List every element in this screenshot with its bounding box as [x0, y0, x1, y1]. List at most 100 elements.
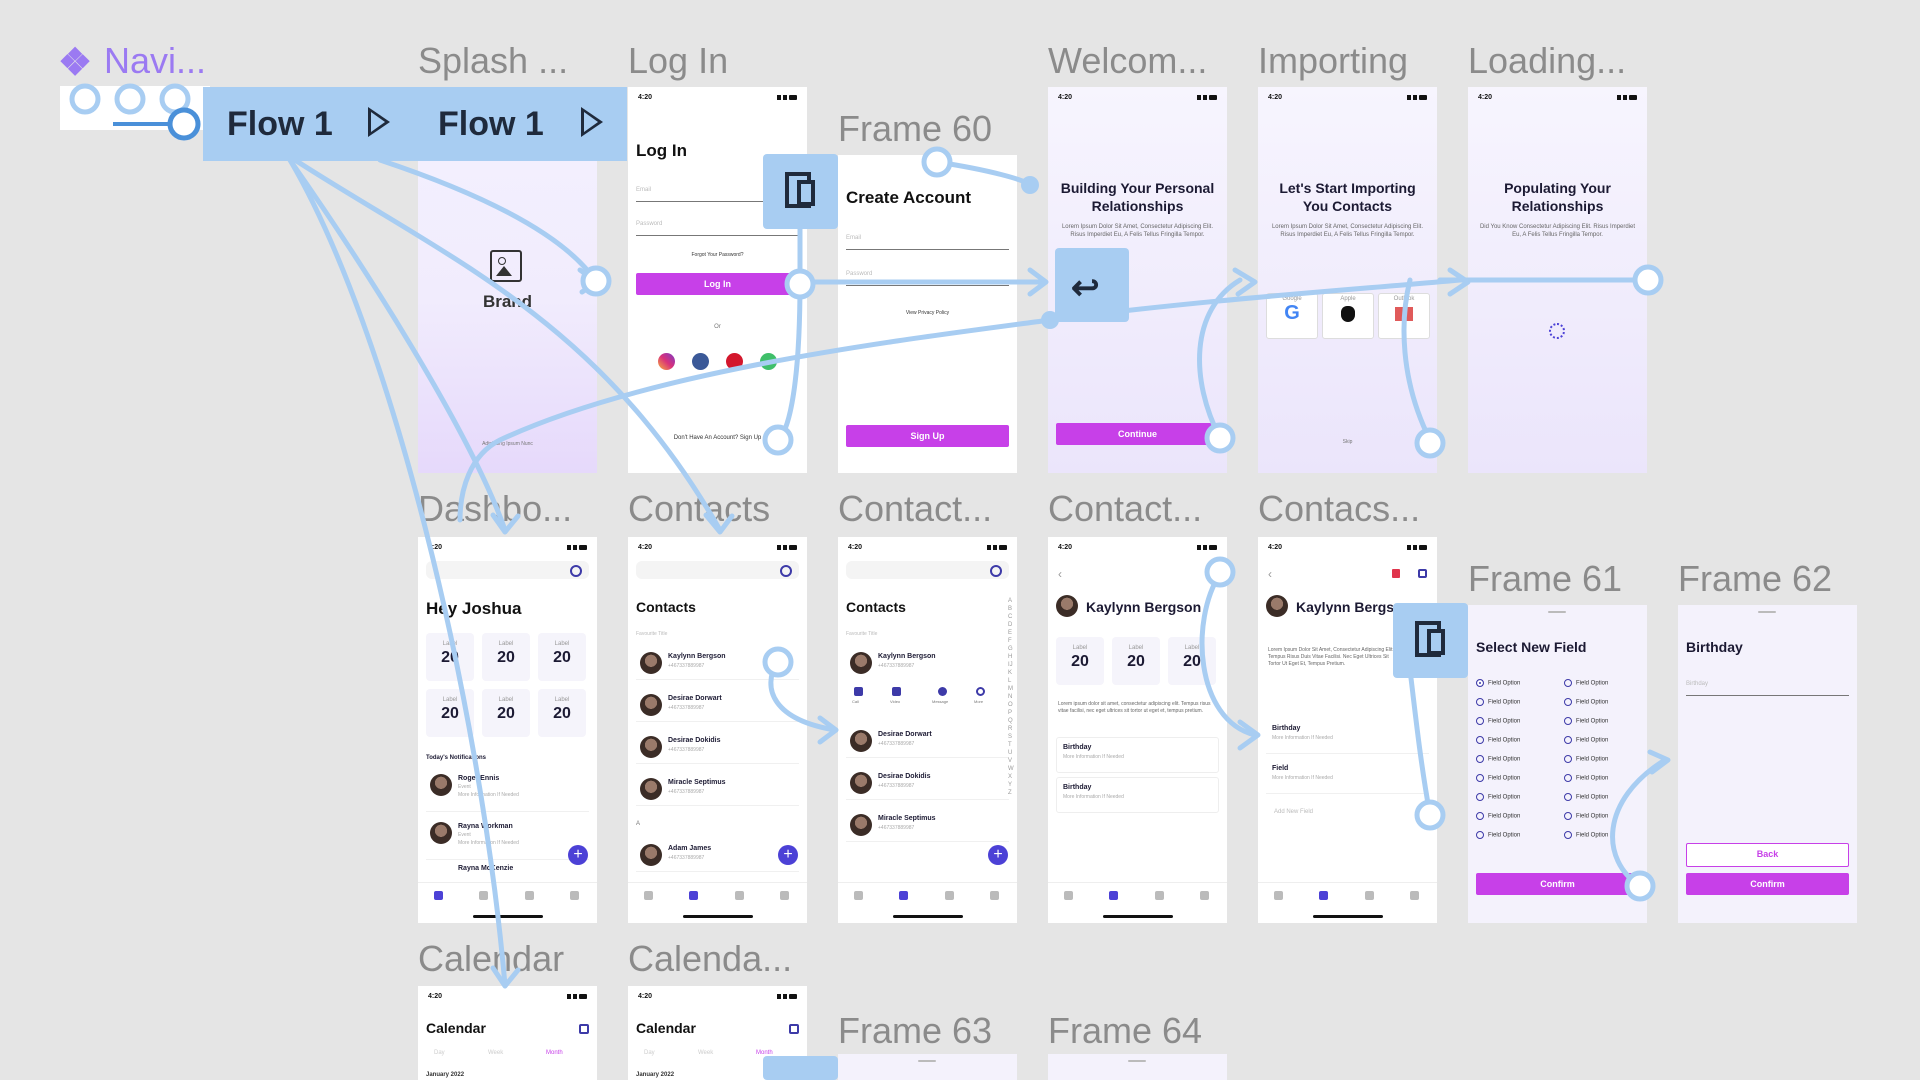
contact-row[interactable]: Miracle Septimus+467337889987: [846, 807, 1009, 842]
contact-row[interactable]: Desirae Dorwart+467337889987: [636, 687, 799, 722]
alphabet-index[interactable]: ABCDEFGHIJKLMNOPQRSTUVWXYZ: [1008, 598, 1014, 796]
contact-row[interactable]: Desirae Dokidis+467337889987: [846, 765, 1009, 800]
field-option-radio[interactable]: Field Option: [1564, 679, 1608, 698]
more-icon[interactable]: [976, 687, 985, 696]
navigation-frame-label[interactable]: Navi...: [104, 40, 207, 81]
skip-link[interactable]: Skip: [1342, 439, 1353, 445]
field-option-radio[interactable]: Field Option: [1476, 755, 1520, 774]
tab-day[interactable]: Day: [434, 1050, 445, 1056]
delete-icon[interactable]: [1392, 569, 1400, 578]
tab-bar[interactable]: [628, 882, 807, 923]
frame-label-contact-b[interactable]: Contact...: [1048, 488, 1203, 529]
tab-month[interactable]: Month: [546, 1050, 563, 1056]
calendar-icon[interactable]: [579, 1024, 589, 1034]
tab-bar[interactable]: [418, 882, 597, 923]
field-option-radio[interactable]: Field Option: [1476, 774, 1520, 793]
signup-button[interactable]: Sign Up: [846, 425, 1009, 447]
field-row[interactable]: Birthday More Information If Needed: [1056, 737, 1219, 773]
frame-label-frame64[interactable]: Frame 64: [1048, 1010, 1203, 1051]
frame-label-splash[interactable]: Splash ...: [418, 40, 569, 81]
privacy-link[interactable]: View Privacy Policy: [905, 310, 950, 316]
overlay-frame-icon[interactable]: [763, 1056, 838, 1080]
flow-chip[interactable]: Flow 1 Flow 1: [203, 87, 627, 161]
flow-start-label[interactable]: Flow 1: [438, 105, 544, 143]
frame-label-loading[interactable]: Loading...: [1468, 40, 1627, 81]
add-button[interactable]: +: [568, 845, 588, 865]
field-option-radio[interactable]: Field Option: [1476, 717, 1520, 736]
notification-item[interactable]: Rayna Workman Event More Information If …: [426, 815, 589, 860]
confirm-button[interactable]: Confirm: [1476, 873, 1639, 895]
contact-row[interactable]: Kaylynn Bergson+467337889987: [636, 645, 799, 680]
frame-label-contacts[interactable]: Contacts: [628, 488, 771, 529]
pinterest-icon[interactable]: [726, 353, 743, 370]
field-option-radio[interactable]: Field Option: [1564, 755, 1608, 774]
overlay-frame-icon[interactable]: [763, 154, 838, 229]
frame-label-dashboard[interactable]: Dashbo...: [418, 488, 573, 529]
tab-bar[interactable]: [1048, 882, 1227, 923]
frame-64[interactable]: [1048, 1054, 1227, 1080]
field-option-radio[interactable]: Field Option: [1564, 793, 1608, 812]
play-icon[interactable]: [581, 107, 603, 137]
frame-63[interactable]: [838, 1054, 1017, 1080]
contact-row[interactable]: Adam James+467337889987: [636, 837, 799, 872]
signup-password-field[interactable]: Password: [846, 271, 1009, 286]
frame-label-importing[interactable]: Importing: [1258, 40, 1409, 81]
contact-row[interactable]: Desirae Dokidis+467337889987: [636, 729, 799, 764]
contacts-search[interactable]: [846, 561, 1009, 579]
share-icon[interactable]: [1418, 569, 1427, 578]
other-social-icon[interactable]: [760, 353, 777, 370]
birthday-input[interactable]: Birthday: [1686, 681, 1849, 696]
back-chevron-icon[interactable]: ‹: [1058, 567, 1062, 581]
frame-birthday[interactable]: Birthday Birthday Back Confirm: [1678, 605, 1857, 923]
add-contact-button[interactable]: +: [988, 845, 1008, 865]
add-contact-button[interactable]: +: [778, 845, 798, 865]
field-row[interactable]: Field More Information If Needed: [1266, 759, 1429, 794]
signup-prompt[interactable]: Don't Have An Account? Sign Up: [673, 435, 762, 441]
message-icon[interactable]: [938, 687, 947, 696]
add-new-field[interactable]: Add New Field: [1274, 809, 1314, 815]
facebook-icon[interactable]: [692, 353, 709, 370]
flow-start-label[interactable]: Flow 1: [227, 105, 333, 143]
frame-contacts[interactable]: 4:20 Contacts Favourite Title Kaylynn Be…: [628, 537, 807, 923]
signup-email-field[interactable]: Email: [846, 235, 1009, 250]
call-icon[interactable]: [854, 687, 863, 696]
frame-importing[interactable]: 4:20 Let's Start Importing You Contacts …: [1258, 87, 1437, 473]
frame-label-calendar[interactable]: Calendar: [418, 938, 565, 979]
frame-label-frame63[interactable]: Frame 63: [838, 1010, 993, 1051]
field-option-radio[interactable]: Field Option: [1564, 812, 1608, 831]
tab-bar[interactable]: [1258, 882, 1437, 923]
frame-label-welcome[interactable]: Welcom...: [1048, 40, 1208, 81]
instagram-icon[interactable]: [658, 353, 675, 370]
frame-login[interactable]: 4:20 Log In Email Password Forgot Your P…: [628, 87, 807, 473]
field-option-radio[interactable]: Field Option: [1476, 679, 1520, 698]
play-icon[interactable]: [368, 107, 390, 137]
tab-bar[interactable]: [838, 882, 1017, 923]
forgot-password-link[interactable]: Forgot Your Password?: [691, 252, 744, 258]
contact-row[interactable]: Desirae Dorwart+467337889987: [846, 723, 1009, 758]
back-chevron-icon[interactable]: ‹: [1268, 567, 1272, 581]
back-button[interactable]: Back: [1686, 843, 1849, 867]
frame-label-contact-a[interactable]: Contact...: [838, 488, 993, 529]
field-option-radio[interactable]: Field Option: [1476, 812, 1520, 831]
contact-row[interactable]: Miracle Septimus+467337889987: [636, 771, 799, 806]
field-option-radio[interactable]: Field Option: [1564, 774, 1608, 793]
tab-month[interactable]: Month: [756, 1050, 773, 1056]
field-option-radio[interactable]: Field Option: [1476, 736, 1520, 755]
frame-contact-edit[interactable]: 4:20 ‹ Kaylynn Bergson Lorem Ipsum Dolor…: [1258, 537, 1437, 923]
field-option-radio[interactable]: Field Option: [1564, 717, 1608, 736]
continue-button[interactable]: Continue: [1056, 423, 1219, 445]
frame-label-frame60[interactable]: Frame 60: [838, 108, 993, 149]
tab-week[interactable]: Week: [698, 1050, 714, 1056]
frame-label-frame62[interactable]: Frame 62: [1678, 558, 1833, 599]
confirm-button[interactable]: Confirm: [1686, 873, 1849, 895]
notification-item[interactable]: Roger Ennis Event More Information If Ne…: [426, 767, 589, 812]
